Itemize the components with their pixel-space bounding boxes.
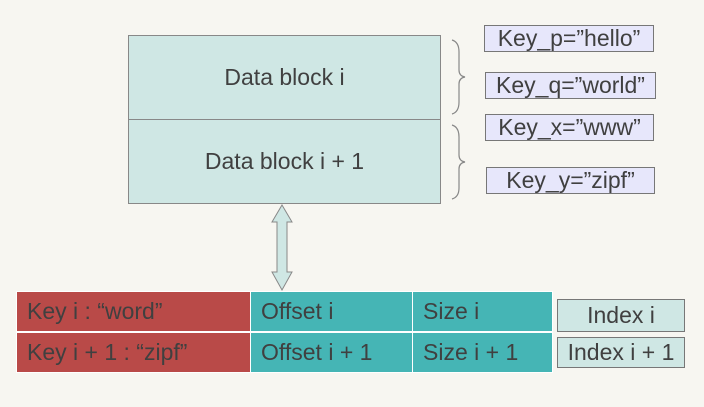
table-cell-size: Size i [412, 291, 553, 332]
table-cell-offset: Offset i + 1 [250, 332, 413, 373]
double-arrow [271, 204, 293, 292]
table-cell-size: Size i + 1 [412, 332, 553, 373]
index-box-i-plus-1: Index i + 1 [557, 337, 685, 368]
brace-block-i [451, 39, 466, 115]
key-box-y: Key_y=”zipf” [486, 167, 655, 194]
key-box-x: Key_x=”www” [485, 114, 654, 141]
table-cell-offset: Offset i [250, 291, 413, 332]
table-cell-key: Key i + 1 : “zipf” [16, 332, 251, 373]
data-block-i: Data block i [128, 35, 441, 120]
index-table: Key i : “word” Offset i Size i Key i + 1… [16, 291, 553, 373]
table-cell-key: Key i : “word” [16, 291, 251, 332]
data-block-i-plus-1: Data block i + 1 [128, 119, 441, 204]
key-box-q: Key_q=”world” [485, 72, 656, 99]
brace-block-i-plus-1 [451, 124, 466, 200]
key-box-p: Key_p=”hello” [484, 25, 654, 52]
index-box-i: Index i [557, 299, 685, 332]
